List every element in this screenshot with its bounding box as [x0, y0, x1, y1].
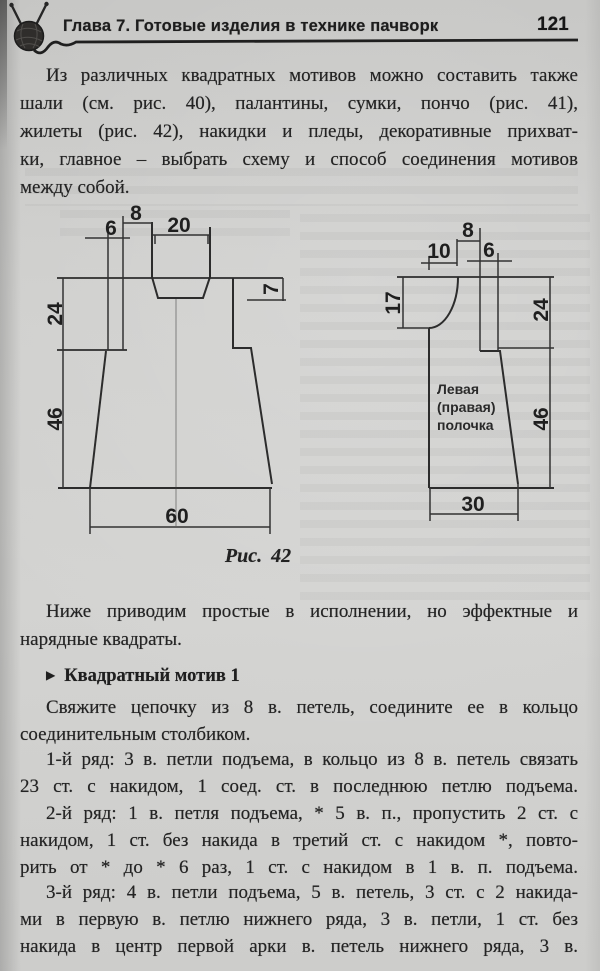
front-piece-label-line3: полочка	[437, 417, 494, 433]
text-line: накида в центр первой арки в. петель ниж…	[20, 936, 578, 957]
dim-label-front-neck-width: 10	[427, 240, 450, 263]
dim-label-front-armhole: 24	[530, 298, 553, 322]
vest-pattern-diagram: 6 8 20 7 24 46 60	[44, 202, 554, 534]
row2-paragraph: 2-й ряд: 1 в. петля подъема, * 5 в. п., …	[20, 800, 578, 881]
bleedthrough-overlay	[300, 214, 590, 602]
squares-paragraph: Ниже приводим простые в исполнении, но э…	[20, 598, 578, 654]
text-line: соединительным столбиком.	[20, 724, 251, 745]
header-rule	[33, 38, 579, 55]
text-line: 1-й ряд: 3 в. петли подъема, в кольцо из…	[46, 749, 578, 770]
dim-label-back-shoulder: 6	[105, 217, 117, 240]
dim-label-front-neck-depth: 17	[382, 291, 405, 314]
scan-edge-smudge	[0, 0, 7, 150]
text-line: нарядные квадраты.	[20, 629, 182, 650]
dim-label-back-length: 46	[44, 407, 67, 430]
text-line: накидом, 1 ст. без накида в третий ст. с…	[20, 830, 578, 851]
dim-label-front-neck: 8	[462, 219, 474, 242]
triangle-bullet-icon: ▶	[46, 668, 56, 682]
back-piece-schematic: 6 8 20 7 24 46 60	[44, 202, 286, 534]
dim-label-back-neck-depth: 7	[260, 283, 283, 295]
figure-caption-number: 42	[271, 545, 292, 567]
text-line: Из различных квадратных мотивов можно со…	[46, 65, 578, 86]
dim-label-front-length: 46	[530, 407, 553, 430]
row3-paragraph: 3-й ряд: 4 в. петли подъема, 5 в. петель…	[20, 879, 578, 960]
front-piece-label-line1: Левая	[437, 381, 479, 397]
chain-paragraph: Свяжите цепочку из 8 в. петель, соединит…	[20, 694, 578, 748]
front-piece-label-line2: (правая)	[437, 399, 496, 415]
row1-paragraph: 1-й ряд: 3 в. петли подъема, в кольцо из…	[20, 746, 578, 800]
dim-label-back-bottom: 60	[165, 505, 188, 528]
page-number: 121	[537, 14, 569, 35]
dim-label-front-bottom: 30	[461, 493, 484, 516]
dim-label-back-neck-back: 8	[130, 202, 142, 225]
dim-label-back-armhole: 24	[44, 302, 67, 326]
text-line: 2-й ряд: 1 в. петля подъема, * 5 в. п., …	[46, 803, 578, 824]
yarn-ball-icon	[9, 1, 49, 52]
motif-heading: ▶ Квадратный мотив 1	[46, 666, 240, 687]
text-line: ки, главное – выбрать схему и способ сое…	[20, 149, 578, 170]
text-line: шали (см. рис. 40), палантины, сумки, по…	[20, 93, 578, 114]
dim-label-front-shoulder: 6	[483, 239, 495, 262]
text-line: 23 ст. с накидом, 1 соед. ст. в последню…	[20, 776, 578, 797]
text-line: Свяжите цепочку из 8 в. петель, соединит…	[46, 697, 578, 718]
dim-label-back-neck-width: 20	[167, 214, 190, 237]
text-line: Ниже приводим простые в исполнении, но э…	[46, 601, 578, 622]
header-graphics	[9, 1, 579, 55]
text-line: между собой.	[20, 177, 130, 198]
motif-heading-text: Квадратный мотив 1	[64, 666, 240, 686]
front-piece-schematic: 10 8 6 17 24 46 30 Левая (правая) полочк…	[382, 219, 554, 521]
chapter-title: Глава 7. Готовые изделия в технике пачво…	[63, 17, 439, 35]
text-line: рить от * до * 6 раз, 1 ст. с накидом в …	[20, 857, 578, 878]
bleedthrough-overlay	[25, 168, 578, 206]
text-line: 3-й ряд: 4 в. петли подъема, 5 в. петель…	[46, 882, 578, 903]
figure-caption-label: Рис.	[224, 545, 263, 567]
text-line: жилеты (рис. 42), накидки и пледы, декор…	[20, 121, 578, 142]
intro-paragraph: Из различных квадратных мотивов можно со…	[20, 62, 578, 202]
figure-caption: Рис. 42	[0, 545, 516, 568]
text-line: ми в первую в. петлю нижнего ряда, 3 в. …	[20, 909, 578, 930]
